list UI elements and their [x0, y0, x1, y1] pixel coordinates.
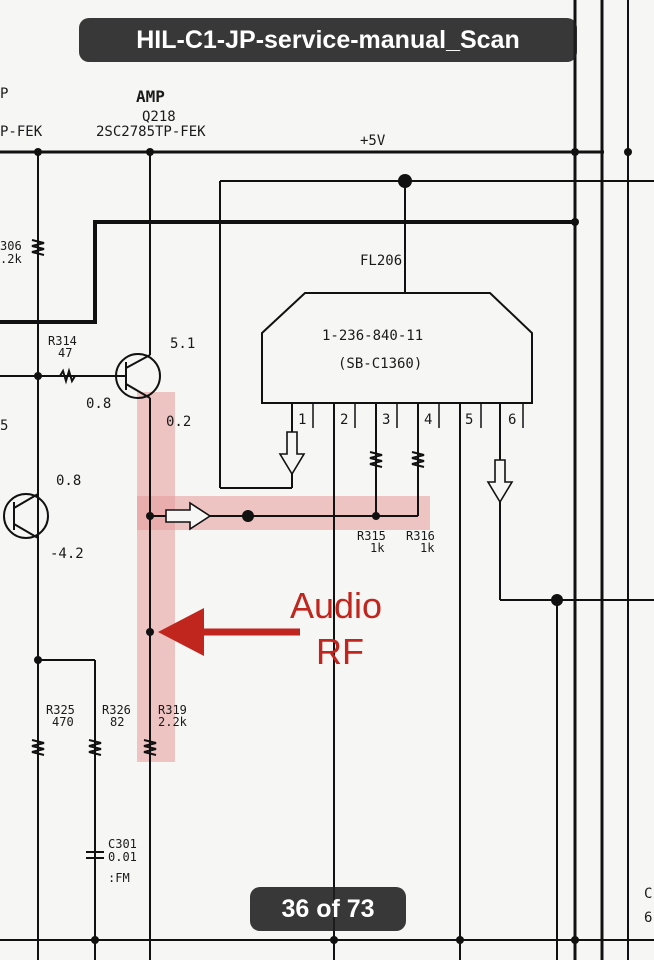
- c301-label: C301: [108, 837, 137, 851]
- c301-value: 0.01: [108, 850, 137, 864]
- r306-label: 306: [0, 239, 22, 253]
- junction-dots: [34, 148, 632, 944]
- v-q2-collector: 0.8: [56, 473, 81, 489]
- page-indicator: 36 of 73: [250, 887, 406, 931]
- top-left-frag1: P: [0, 86, 8, 102]
- annotation-rf: RF: [316, 631, 364, 672]
- r319-label: R319: [158, 703, 187, 717]
- v-emitter: 0.2: [166, 414, 191, 430]
- v-collector: 5.1: [170, 336, 195, 352]
- top-left-frag2: P-FEK: [0, 124, 43, 140]
- r316-label: R316: [406, 529, 435, 543]
- r326-label: R326: [102, 703, 131, 717]
- filter-model: (SB-C1360): [338, 356, 422, 372]
- right-edge-c: C: [644, 886, 652, 902]
- r314-label: R314: [48, 334, 77, 348]
- capacitor-c301: [86, 851, 104, 859]
- r306-value: .2k: [0, 252, 22, 266]
- left-edge-5: 5: [0, 418, 8, 434]
- annotation-arrow: [158, 608, 300, 656]
- filter-pin-dividers: [312, 403, 524, 428]
- r315-label: R315: [357, 529, 386, 543]
- r326-value: 82: [110, 715, 124, 729]
- transistor-part: 2SC2785TP-FEK: [96, 124, 206, 140]
- filter-block: [261, 292, 533, 404]
- filter-part: 1-236-840-11: [322, 328, 423, 344]
- pin-1: 1: [298, 412, 306, 428]
- r315-value: 1k: [370, 541, 385, 555]
- annotation-audio: Audio: [290, 585, 382, 626]
- resistor-symbols: [31, 239, 425, 756]
- document-title: HIL-C1-JP-service-manual_Scan: [79, 18, 577, 62]
- pin-2: 2: [340, 412, 348, 428]
- right-edge-6: 6: [644, 910, 652, 926]
- transistor-q2: [3, 493, 49, 539]
- r314-value: 47: [58, 346, 72, 360]
- r316-value: 1k: [420, 541, 435, 555]
- transistor-ref: Q218: [142, 109, 176, 125]
- amp-label: AMP: [136, 87, 165, 106]
- pin-6: 6: [508, 412, 516, 428]
- signal-arrows: [165, 431, 514, 531]
- r325-value: 470: [52, 715, 74, 729]
- v-q2-emitter: -4.2: [50, 546, 84, 562]
- c301-note: :FM: [108, 871, 130, 885]
- transistor-q218: [115, 353, 161, 399]
- v-base: 0.8: [86, 396, 111, 412]
- pin-4: 4: [424, 412, 432, 428]
- supply-label: +5V: [360, 133, 386, 149]
- r319-value: 2.2k: [158, 715, 188, 729]
- filter-ref: FL206: [360, 253, 402, 269]
- r325-label: R325: [46, 703, 75, 717]
- pin-3: 3: [382, 412, 390, 428]
- pin-5: 5: [465, 412, 473, 428]
- highlight-vertical: [137, 392, 175, 762]
